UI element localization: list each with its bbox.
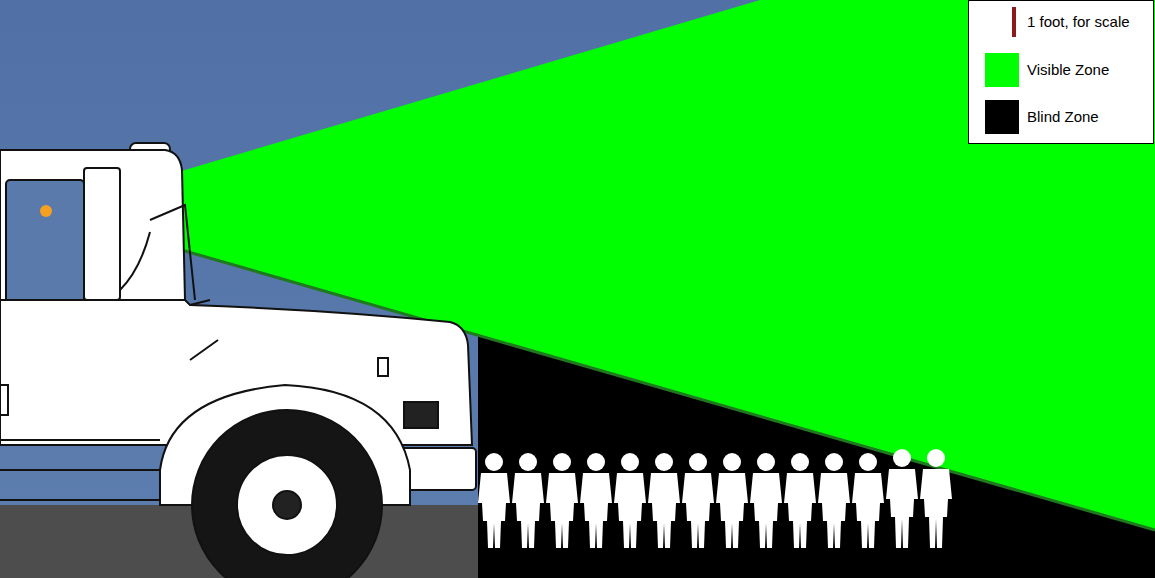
- child-silhouette: [580, 453, 612, 548]
- child-body: [920, 469, 952, 548]
- child-body: [614, 473, 646, 548]
- child-head: [519, 453, 537, 471]
- marker-light: [378, 358, 388, 376]
- child-head: [723, 453, 741, 471]
- child-silhouette: [750, 453, 782, 548]
- child-silhouette: [818, 453, 850, 548]
- child-body: [512, 473, 544, 548]
- child-silhouette: [682, 453, 714, 548]
- child-silhouette: [920, 449, 952, 548]
- legend-label: 1 foot, for scale: [1027, 13, 1130, 30]
- child-head: [621, 453, 639, 471]
- child-body: [886, 469, 918, 548]
- child-body: [580, 473, 612, 548]
- child-head: [757, 453, 775, 471]
- hood-edge: [190, 300, 210, 305]
- child-body: [546, 473, 578, 548]
- child-silhouette: [614, 453, 646, 548]
- scale-bar: [1012, 7, 1016, 37]
- child-body: [648, 473, 680, 548]
- child-body: [818, 473, 850, 548]
- legend-entry: 1 foot, for scale: [969, 1, 1153, 41]
- bumper: [400, 448, 476, 490]
- eye-point: [40, 205, 52, 217]
- truck: [0, 143, 476, 578]
- child-silhouette: [648, 453, 680, 548]
- child-head: [825, 453, 843, 471]
- child-body: [478, 473, 510, 548]
- child-head: [859, 453, 877, 471]
- child-silhouette: [478, 453, 510, 548]
- child-head: [927, 449, 945, 467]
- child-head: [893, 449, 911, 467]
- headlight: [404, 402, 438, 428]
- mirror: [84, 168, 120, 300]
- child-body: [750, 473, 782, 548]
- legend: 1 foot, for scaleVisible ZoneBlind Zone: [968, 0, 1154, 144]
- child-body: [716, 473, 748, 548]
- body-lines: [0, 440, 160, 500]
- window: [6, 180, 84, 310]
- tire: [192, 410, 382, 578]
- rim: [237, 455, 337, 555]
- step: [0, 385, 8, 415]
- cab-pillar: [150, 205, 195, 300]
- child-silhouette: [886, 449, 918, 548]
- child-head: [553, 453, 571, 471]
- child-body: [784, 473, 816, 548]
- child-silhouette: [546, 453, 578, 548]
- mirror-arm: [120, 232, 150, 290]
- child-head: [655, 453, 673, 471]
- child-body: [852, 473, 884, 548]
- child-silhouette: [512, 453, 544, 548]
- child-head: [689, 453, 707, 471]
- hood-latch: [190, 340, 218, 360]
- child-body: [682, 473, 714, 548]
- legend-label: Blind Zone: [1027, 108, 1099, 125]
- child-head: [791, 453, 809, 471]
- child-silhouette: [784, 453, 816, 548]
- child-head: [485, 453, 503, 471]
- child-head: [587, 453, 605, 471]
- legend-swatch: [985, 53, 1019, 87]
- child-silhouette: [716, 453, 748, 548]
- legend-swatch: [985, 100, 1019, 134]
- legend-entry: Visible Zone: [969, 49, 1153, 89]
- children: [478, 449, 952, 548]
- legend-label: Visible Zone: [1027, 61, 1109, 78]
- legend-entry: Blind Zone: [969, 96, 1153, 136]
- child-silhouette: [852, 453, 884, 548]
- hub: [273, 491, 301, 519]
